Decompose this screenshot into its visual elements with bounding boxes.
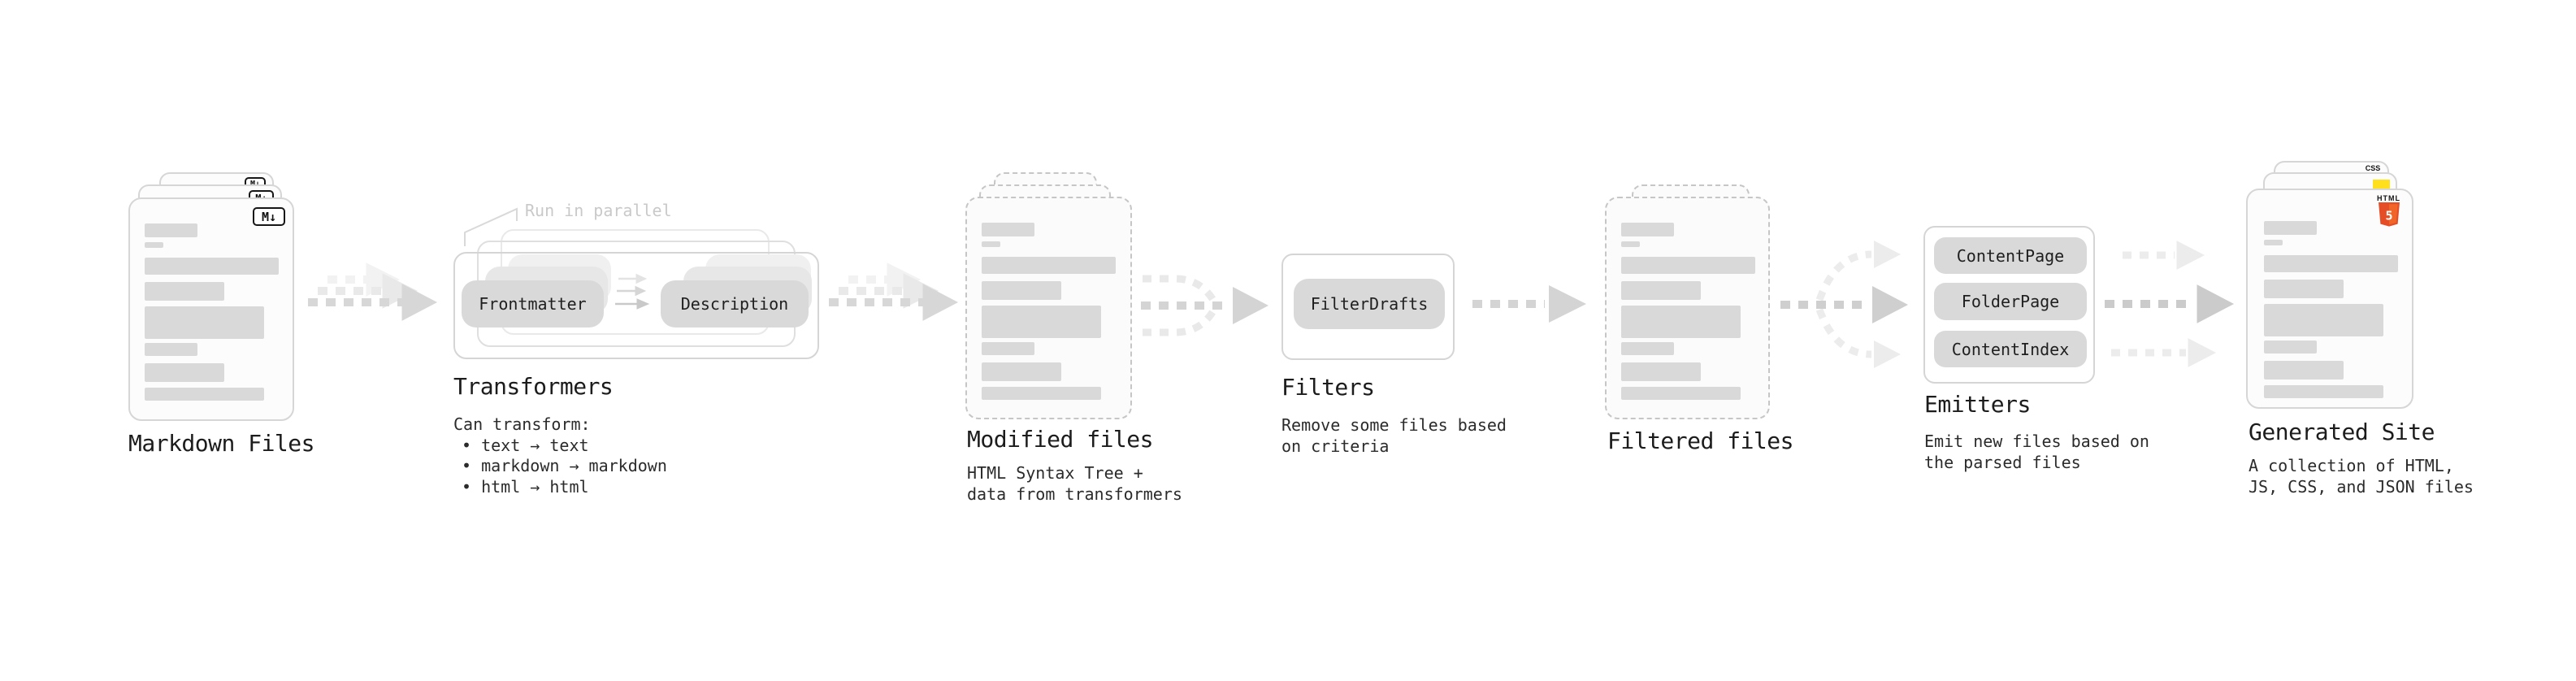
run-in-parallel-leader-line — [464, 207, 518, 246]
filtered-files-label: Filtered files — [1607, 427, 1794, 454]
markdown-icon: M↓ — [253, 207, 285, 226]
transformer-layer-box — [453, 252, 819, 359]
site-file-card: HTML 5 — [2246, 189, 2413, 409]
emitter-pill-contentpage: ContentPage — [1934, 237, 2087, 274]
transformer-pill-arrows — [615, 273, 650, 310]
transform-bullet: • text → text — [462, 435, 589, 455]
transformers-label: Transformers — [453, 373, 614, 400]
emitters-box — [1923, 226, 2095, 384]
filters-box — [1281, 254, 1455, 360]
transformer-pill-description: Description — [661, 280, 809, 327]
js-icon — [2373, 180, 2390, 189]
markdown-file-card: M↓ — [128, 197, 294, 421]
arrow-filters-to-filtered — [1472, 285, 1586, 323]
generated-site-label: Generated Site — [2249, 419, 2435, 445]
svg-text:5: 5 — [2385, 209, 2392, 223]
transform-bullet: • markdown → markdown — [462, 456, 667, 475]
emitter-pill-contentindex: ContentIndex — [1934, 331, 2087, 367]
arrow-filtered-to-emitters — [1780, 241, 1908, 368]
run-in-parallel-note: Run in parallel — [525, 201, 672, 220]
modified-files-description: HTML Syntax Tree + data from transformer… — [967, 463, 1182, 504]
transformer-pill-frontmatter: Frontmatter — [462, 280, 604, 327]
generated-site-description: A collection of HTML, JS, CSS, and JSON … — [2249, 456, 2474, 497]
document-skeleton — [145, 223, 279, 401]
arrow-transformers-to-modified — [829, 262, 959, 321]
markdown-files-label: Markdown Files — [128, 430, 315, 457]
arrow-emitters-to-site — [2105, 241, 2235, 367]
arrow-markdown-to-transformers — [308, 262, 438, 321]
document-skeleton — [2264, 221, 2398, 398]
modified-files-label: Modified files — [967, 426, 1154, 453]
filtered-file-card — [1605, 197, 1770, 419]
emitters-label: Emitters — [1924, 391, 2031, 418]
document-skeleton — [1621, 223, 1755, 400]
html5-icon: HTML 5 — [2377, 195, 2400, 227]
transform-bullet: • html → html — [462, 476, 589, 497]
emitter-pill-folderpage: FolderPage — [1934, 283, 2087, 320]
filters-label: Filters — [1281, 374, 1375, 401]
arrow-modified-to-filters — [1141, 275, 1268, 336]
document-skeleton — [982, 223, 1116, 400]
filter-pill-filterdrafts: FilterDrafts — [1294, 279, 1445, 329]
filters-description: Remove some files based on criteria — [1281, 415, 1507, 456]
emitters-description: Emit new files based on the parsed files — [1924, 432, 2149, 472]
transformers-description: Can transform: • text → text • markdown … — [453, 414, 667, 497]
modified-file-card — [965, 197, 1132, 419]
can-transform-title: Can transform: — [453, 414, 591, 434]
